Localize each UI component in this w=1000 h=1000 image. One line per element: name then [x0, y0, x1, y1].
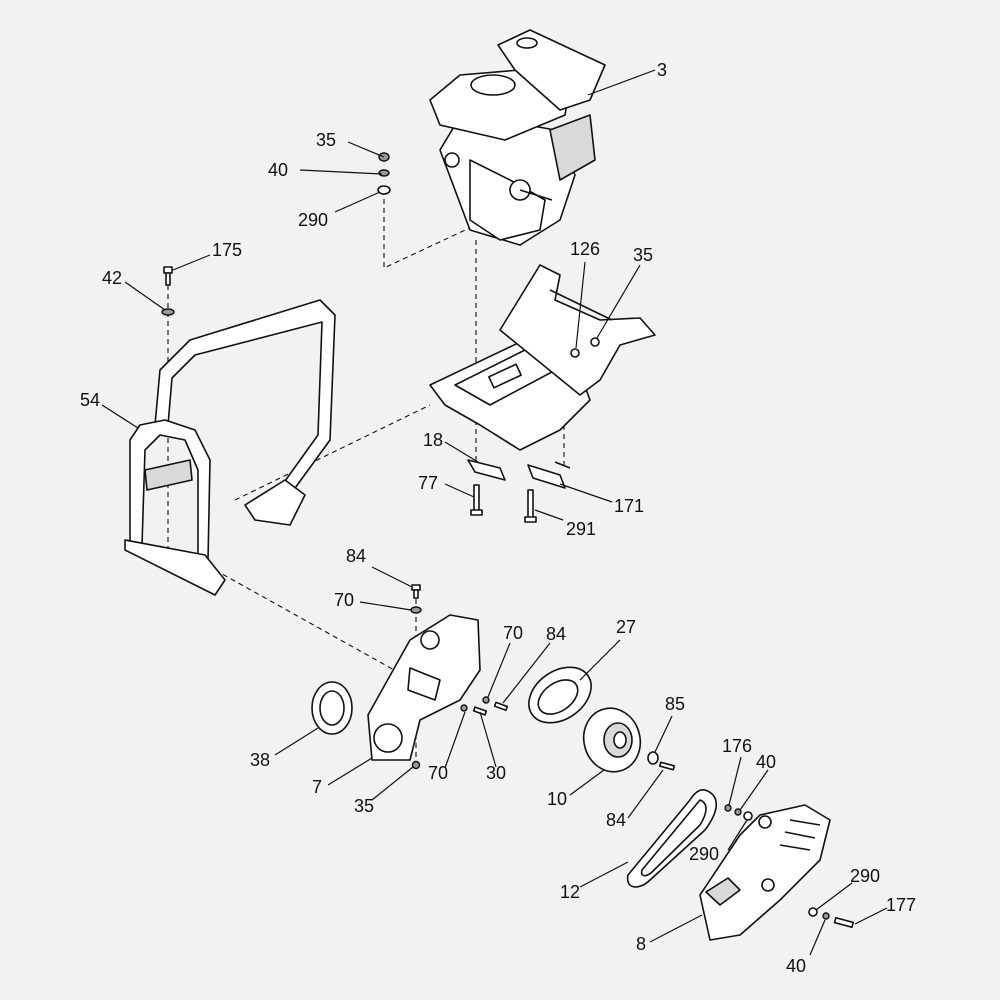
bolt-175 — [163, 266, 173, 286]
nut-35-bottom — [411, 760, 421, 770]
callout-7: 7 — [312, 777, 322, 797]
callout-84: 84 — [346, 546, 366, 566]
bolt-84-right — [493, 701, 509, 712]
callout-18: 18 — [423, 430, 443, 450]
leader-lines — [101, 69, 888, 956]
callout-3: 3 — [657, 60, 667, 80]
callout-labels: 3 35 40 290 175 42 126 35 54 18 77 171 2… — [80, 60, 916, 976]
callout-171: 171 — [614, 496, 644, 516]
bolt-84-pulley — [658, 761, 676, 771]
callout-27: 27 — [616, 617, 636, 637]
callout-12: 12 — [560, 882, 580, 902]
pulley-10 — [582, 707, 642, 773]
bolt-84-top — [411, 584, 421, 599]
callout-84: 84 — [606, 810, 626, 830]
seal-38 — [311, 681, 353, 735]
callout-54: 54 — [80, 390, 100, 410]
bolt-77 — [470, 484, 483, 516]
callout-126: 126 — [570, 239, 600, 259]
bolt-177 — [833, 916, 855, 929]
callout-77: 77 — [418, 473, 438, 493]
washer-70-top — [410, 606, 422, 614]
callout-40: 40 — [268, 160, 288, 180]
base-plate — [429, 264, 656, 451]
guard-plate-7 — [367, 614, 481, 761]
callout-35: 35 — [633, 245, 653, 265]
callout-175: 175 — [212, 240, 242, 260]
callout-290: 290 — [850, 866, 880, 886]
callout-290: 290 — [689, 844, 719, 864]
callout-40: 40 — [786, 956, 806, 976]
washer-85 — [647, 751, 659, 765]
callout-38: 38 — [250, 750, 270, 770]
callout-70: 70 — [334, 590, 354, 610]
washer-42 — [161, 308, 175, 316]
bracket-18 — [467, 459, 506, 481]
callout-8: 8 — [636, 934, 646, 954]
washer-70-bottom — [460, 704, 468, 712]
callout-35: 35 — [316, 130, 336, 150]
callout-291: 291 — [566, 519, 596, 539]
callout-176: 176 — [722, 736, 752, 756]
callout-177: 177 — [886, 895, 916, 915]
washer-40-cover — [822, 912, 830, 920]
washer-290-cover — [808, 907, 818, 917]
callout-84: 84 — [546, 624, 566, 644]
bracket-171 — [527, 461, 571, 489]
clutch-drum-27 — [528, 666, 592, 724]
bolt-30 — [472, 706, 488, 716]
nut-176 — [724, 804, 732, 812]
washer-290-right — [743, 811, 753, 821]
callout-70: 70 — [503, 623, 523, 643]
bolt-291 — [524, 489, 537, 523]
callout-35: 35 — [354, 796, 374, 816]
callout-85: 85 — [665, 694, 685, 714]
callout-70: 70 — [428, 763, 448, 783]
belt-cover-8 — [699, 804, 831, 941]
washer-70-right — [482, 696, 490, 704]
v-belt-12 — [626, 789, 718, 888]
washer-40-right — [734, 808, 742, 816]
handle-part-54 — [124, 299, 336, 596]
callout-290: 290 — [298, 210, 328, 230]
callout-40: 40 — [756, 752, 776, 772]
callout-30: 30 — [486, 763, 506, 783]
callout-42: 42 — [102, 268, 122, 288]
callout-10: 10 — [547, 789, 567, 809]
engine-part-3 — [429, 29, 606, 246]
